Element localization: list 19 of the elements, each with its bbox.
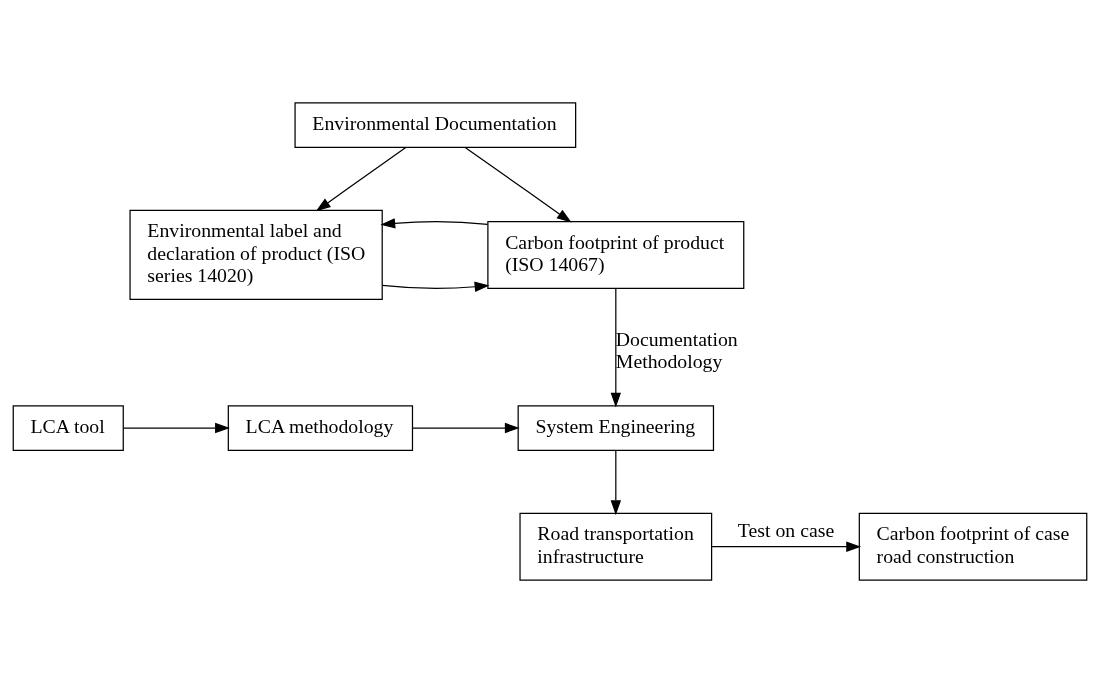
arrow (315, 146, 407, 212)
edge-label: Test on case (737, 518, 835, 541)
arrow (380, 218, 489, 229)
edge-label: Documentation Methodology (615, 328, 738, 373)
node-box: Carbon footprint of case road construction (858, 512, 1088, 581)
node-box: LCA tool (12, 405, 124, 451)
arrow (122, 422, 230, 434)
arrow (610, 288, 622, 408)
arrow (610, 449, 622, 516)
node-box: Carbon footprint of product (ISO 14067) (487, 221, 745, 289)
node-box: Environmental Documentation (294, 102, 577, 149)
node-box: Road transportation infrastructure (519, 512, 713, 581)
arrow (711, 541, 862, 552)
node-box: System Engineering (517, 405, 715, 451)
node-box: LCA methodology (227, 405, 414, 451)
arrow (381, 281, 490, 292)
arrow (464, 146, 572, 223)
arrow (412, 422, 520, 434)
node-box: Environmental label and declaration of product (ISO series 14020) (129, 209, 383, 301)
